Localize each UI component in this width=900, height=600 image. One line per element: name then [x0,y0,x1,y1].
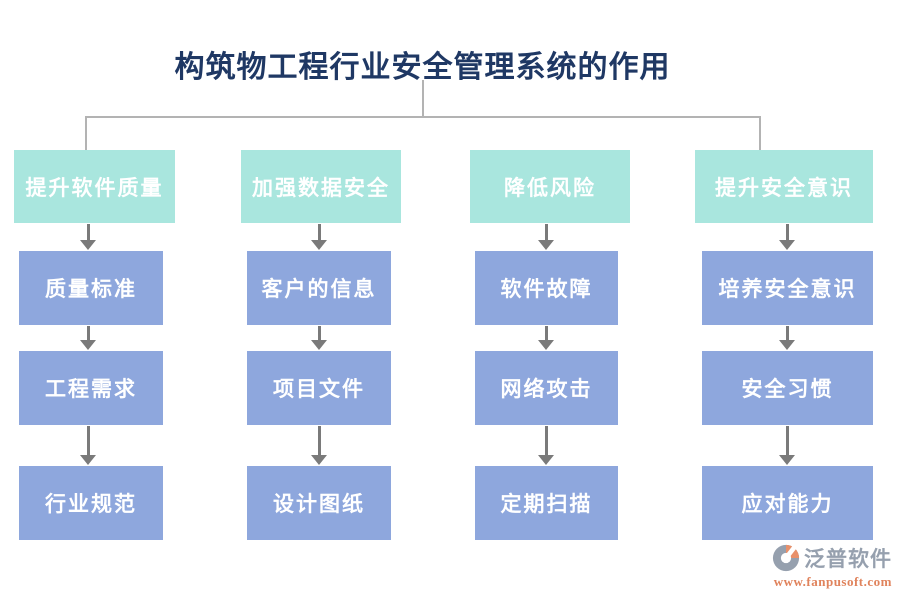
down-arrow-icon [779,426,795,465]
diagram-title: 构筑物工程行业安全管理系统的作用 [174,51,671,84]
node-col3-item2: 网络攻击 [475,351,618,425]
node-col4-item2: 安全习惯 [702,351,873,425]
node-col4-header: 提升安全意识 [695,150,873,223]
down-arrow-icon [311,426,327,465]
node-col2-header: 加强数据安全 [241,150,401,223]
down-arrow-icon [80,326,96,350]
down-arrow-icon [538,224,554,250]
fanpu-logo-icon [772,544,800,572]
node-col1-item1: 质量标准 [19,251,163,325]
down-arrow-icon [779,224,795,250]
node-col3-item1: 软件故障 [475,251,618,325]
down-arrow-icon [311,326,327,350]
node-col1-item2: 工程需求 [19,351,163,425]
down-arrow-icon [311,224,327,250]
vendor-url: www.fanpusoft.com [773,574,892,589]
node-col1-header: 提升软件质量 [14,150,175,223]
node-col4-item3: 应对能力 [702,466,873,540]
node-col4-item1: 培养安全意识 [702,251,873,325]
down-arrow-icon [779,326,795,350]
vendor-logo: 泛普软件 www.fanpusoft.com [772,543,892,590]
node-col1-item3: 行业规范 [19,466,163,540]
down-arrow-icon [80,426,96,465]
node-col3-item3: 定期扫描 [475,466,618,540]
node-col2-item3: 设计图纸 [247,466,391,540]
node-col2-item2: 项目文件 [247,351,391,425]
down-arrow-icon [80,224,96,250]
node-col3-header: 降低风险 [470,150,630,223]
vendor-name: 泛普软件 [804,547,892,571]
node-col2-item1: 客户的信息 [247,251,391,325]
down-arrow-icon [538,426,554,465]
down-arrow-icon [538,326,554,350]
